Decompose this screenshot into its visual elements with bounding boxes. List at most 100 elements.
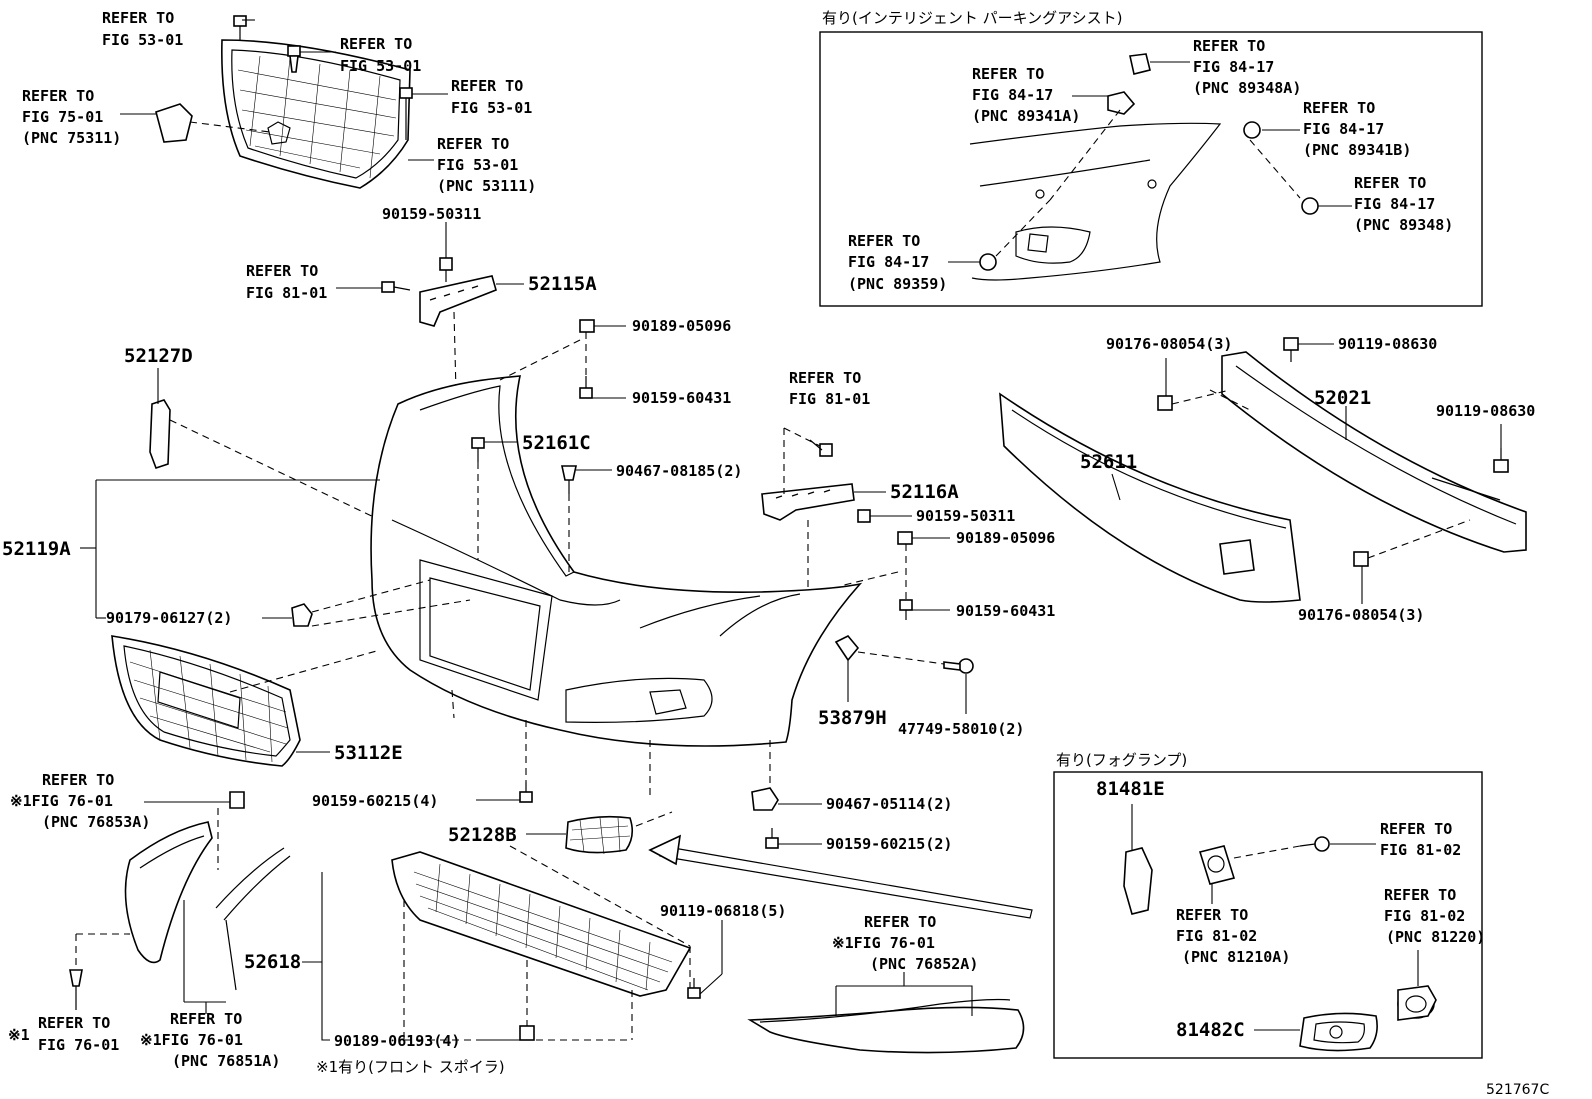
parking-assist-panel: [819, 31, 1483, 307]
part-52119A: 52119A: [2, 538, 71, 560]
svg-text:FIG 84-17: FIG 84-17: [1354, 195, 1435, 213]
refer-fig-84-17-89359: REFER TO FIG 84-17 (PNC 89359): [848, 232, 947, 293]
svg-text:※1: ※1: [8, 1026, 30, 1044]
fog-lamp-panel-title: 有り(フォグランプ): [1056, 751, 1187, 769]
nut-icon: [519, 1025, 535, 1041]
svg-text:(PNC 81210A): (PNC 81210A): [1182, 948, 1290, 966]
svg-text:REFER TO: REFER TO: [38, 1014, 110, 1032]
nut-icon: [1157, 395, 1173, 411]
svg-text:REFER TO: REFER TO: [848, 232, 920, 250]
fog-lamp-cover-81482C: [1299, 1012, 1378, 1052]
part-90189-05096-b: 90189-05096: [956, 529, 1055, 547]
refer-fig-84-17-89341B: REFER TO FIG 84-17 (PNC 89341B): [1303, 99, 1411, 159]
bumper-support-52115A: [419, 275, 497, 327]
part-90119-08630-b: 90119-08630: [1436, 402, 1535, 420]
part-90159-60431-b: 90159-60431: [956, 602, 1055, 620]
part-81481E: 81481E: [1096, 778, 1165, 800]
refer-fig-76-01-clip: ※1 REFER TO FIG 76-01: [8, 1014, 119, 1054]
svg-text:FIG 53-01: FIG 53-01: [102, 31, 183, 49]
svg-text:FIG 81-01: FIG 81-01: [789, 390, 870, 408]
svg-text:REFER TO: REFER TO: [437, 135, 509, 153]
bumper-support-52116A: [761, 483, 855, 521]
refer-fig-76-01-76851A: REFER TO ※1FIG 76-01 (PNC 76851A): [140, 1010, 280, 1070]
part-90159-60215-a: 90159-60215(4): [312, 792, 438, 810]
bolt-icon: [687, 978, 701, 999]
refer-fig-84-17-89341A: REFER TO FIG 84-17 (PNC 89341A): [972, 65, 1080, 125]
svg-text:FIG 84-17: FIG 84-17: [972, 86, 1053, 104]
refer-fig-53-01-c: REFER TO FIG 53-01: [451, 77, 532, 117]
svg-text:※1FIG 76-01: ※1FIG 76-01: [832, 934, 935, 952]
svg-text:(PNC 89341B): (PNC 89341B): [1303, 141, 1411, 159]
upper-grille: [221, 39, 411, 189]
svg-text:REFER TO: REFER TO: [451, 77, 523, 95]
spoiler-side-left: [124, 821, 213, 964]
svg-text:(PNC 89348): (PNC 89348): [1354, 216, 1453, 234]
refer-fig-53-01-b: REFER TO FIG 53-01: [340, 35, 421, 75]
svg-text:FIG 84-17: FIG 84-17: [1193, 58, 1274, 76]
parking-sensor-icon: [979, 53, 1319, 271]
under-cover-52618: [391, 851, 692, 997]
svg-text:REFER TO: REFER TO: [1380, 820, 1452, 838]
bumper-reinforcement-52021: [1221, 351, 1527, 553]
bolt-icon: [381, 281, 411, 293]
svg-text:REFER TO: REFER TO: [864, 913, 936, 931]
bolt-icon: [1283, 337, 1299, 362]
retainer-icon: [291, 603, 313, 627]
part-52021: 52021: [1314, 387, 1371, 409]
svg-text:FIG 53-01: FIG 53-01: [437, 156, 518, 174]
fog-lamp-bracket-81481E: [1123, 847, 1153, 915]
svg-text:FIG 81-02: FIG 81-02: [1384, 907, 1465, 925]
screw-icon: [943, 658, 974, 674]
clip-icon: [233, 15, 247, 40]
refer-fig-76-01-76853A: REFER TO ※1FIG 76-01 (PNC 76853A): [10, 771, 150, 831]
svg-text:(PNC 53111): (PNC 53111): [437, 177, 536, 195]
part-90189-06193: 90189-06193(4): [334, 1032, 460, 1050]
fog-lamp-unit-icon: [1198, 845, 1236, 885]
part-53879H: 53879H: [818, 707, 887, 729]
bolt-icon: [1493, 448, 1509, 473]
footnote-front-spoiler: ※1有り(フロント スポイラ): [316, 1058, 505, 1076]
part-90467-08185: 90467-08185(2): [616, 462, 742, 480]
refer-fig-75-01: REFER TO FIG 75-01 (PNC 75311): [22, 87, 121, 147]
refer-fig-76-01-76852A: REFER TO ※1FIG 76-01 (PNC 76852A): [832, 913, 978, 973]
spoiler-molding-left: [215, 847, 291, 921]
refer-fig-53-01-d: REFER TO FIG 53-01 (PNC 53111): [437, 135, 536, 195]
part-52611: 52611: [1080, 451, 1137, 473]
svg-text:(PNC 75311): (PNC 75311): [22, 129, 121, 147]
svg-text:(PNC 76851A): (PNC 76851A): [172, 1052, 280, 1070]
clip-53879H-icon: [834, 635, 860, 662]
part-81482C: 81482C: [1176, 1019, 1245, 1041]
front-bumper-cover: [370, 375, 863, 747]
svg-text:(PNC 76853A): (PNC 76853A): [42, 813, 150, 831]
parking-assist-panel-title: 有り(インテリジェント パーキングアシスト): [822, 9, 1122, 27]
clip-icon: [399, 87, 413, 140]
part-90189-05096-a: 90189-05096: [632, 317, 731, 335]
svg-text:(PNC 76852A): (PNC 76852A): [870, 955, 978, 973]
refer-fig-84-17-89348: REFER TO FIG 84-17 (PNC 89348): [1354, 174, 1453, 234]
refer-fig-81-02-81210A: REFER TO FIG 81-02 (PNC 81210A): [1176, 906, 1290, 966]
svg-text:REFER TO: REFER TO: [42, 771, 114, 789]
bolt-icon: [519, 782, 533, 803]
nut-icon: [579, 319, 595, 333]
clip-icon: [751, 787, 779, 811]
bolt-icon: [579, 376, 593, 399]
clip-icon: [287, 45, 301, 73]
bolt-icon: [857, 509, 871, 523]
part-52128B: 52128B: [448, 824, 517, 846]
svg-text:FIG 81-01: FIG 81-01: [246, 284, 327, 302]
nut-icon: [1353, 551, 1369, 567]
part-47749-58010: 47749-58010(2): [898, 720, 1024, 738]
svg-text:※1FIG 76-01: ※1FIG 76-01: [140, 1031, 243, 1049]
bolt-icon: [809, 439, 833, 457]
part-90119-08630-a: 90119-08630: [1338, 335, 1437, 353]
svg-text:REFER TO: REFER TO: [170, 1010, 242, 1028]
svg-text:REFER TO: REFER TO: [1193, 37, 1265, 55]
svg-text:FIG 53-01: FIG 53-01: [451, 99, 532, 117]
svg-text:REFER TO: REFER TO: [972, 65, 1044, 83]
svg-text:(PNC 89341A): (PNC 89341A): [972, 107, 1080, 125]
refer-fig-81-01-b: REFER TO FIG 81-01: [789, 369, 870, 408]
svg-text:REFER TO: REFER TO: [246, 262, 318, 280]
svg-text:REFER TO: REFER TO: [1354, 174, 1426, 192]
